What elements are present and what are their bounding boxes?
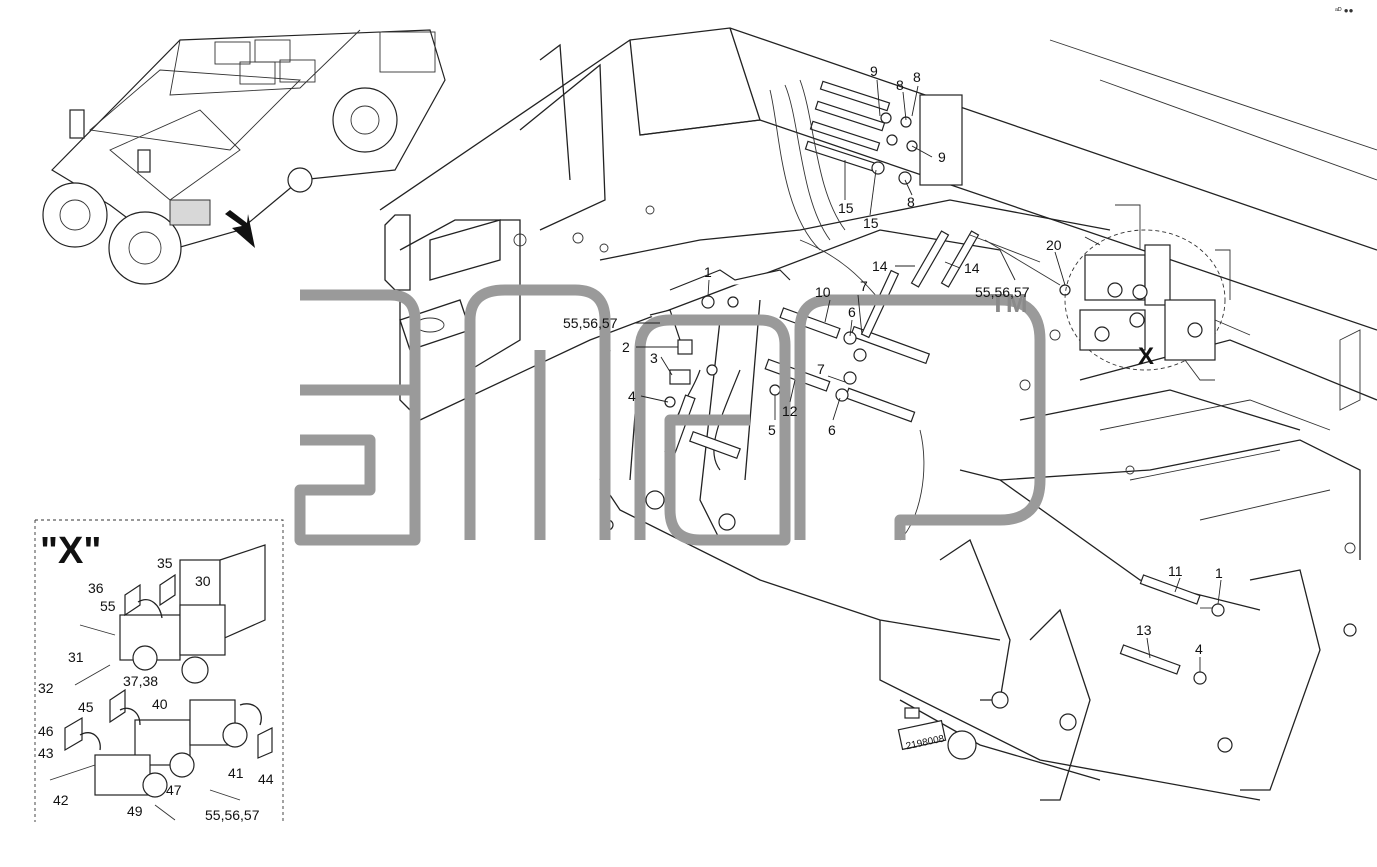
callout-15: 15 xyxy=(863,215,879,231)
callout-12: 12 xyxy=(782,403,798,419)
callout-55-56-57: 55,56,57 xyxy=(563,315,618,331)
detail-callout-41: 41 xyxy=(228,765,244,781)
detail-callout-55-56-57: 55,56,57 xyxy=(205,807,260,823)
callout-9: 9 xyxy=(938,149,946,165)
corner-mark: ᵃᴰ ●● xyxy=(1335,6,1354,15)
detail-callout-30: 30 xyxy=(195,573,211,589)
callout-10: 10 xyxy=(815,284,831,300)
callout-6: 6 xyxy=(848,304,856,320)
detail-callout-47: 47 xyxy=(166,782,182,798)
main-callout-labels: 9 8 8 9 8 15 15 20 14 14 55,56,57 1 7 10… xyxy=(563,63,1223,752)
location-arrow xyxy=(225,210,255,248)
callout-2: 2 xyxy=(622,339,630,355)
detail-callout-32: 32 xyxy=(38,680,54,696)
callout-4: 4 xyxy=(1195,641,1203,657)
callout-1: 1 xyxy=(704,264,712,280)
callout-7: 7 xyxy=(817,361,825,377)
machine-overview xyxy=(42,29,446,285)
detail-callout-46: 46 xyxy=(38,723,54,739)
detail-callout-43: 43 xyxy=(38,745,54,761)
callout-13: 13 xyxy=(1136,622,1152,638)
callout-8: 8 xyxy=(913,69,921,85)
callout-6: 6 xyxy=(828,422,836,438)
detail-callout-55: 55 xyxy=(100,598,116,614)
watermark-tm: TM xyxy=(990,288,1028,318)
callout-9: 9 xyxy=(870,63,878,79)
detail-callout-45: 45 xyxy=(78,699,94,715)
callout-7: 7 xyxy=(860,278,868,294)
detail-callout-36: 36 xyxy=(88,580,104,596)
detail-x-panel: "X" xyxy=(34,519,284,822)
watermark: TM xyxy=(294,284,1046,546)
callout-5: 5 xyxy=(768,422,776,438)
detail-callout-42: 42 xyxy=(53,792,69,808)
detail-callout-40: 40 xyxy=(152,696,168,712)
callout-8: 8 xyxy=(907,194,915,210)
detail-callout-37-38: 37,38 xyxy=(123,673,158,689)
leader-lines xyxy=(634,79,1222,672)
detail-callout-31: 31 xyxy=(68,649,84,665)
chassis-frame xyxy=(379,27,1377,801)
callout-15: 15 xyxy=(838,200,854,216)
detail-callout-44: 44 xyxy=(258,771,274,787)
callout-8: 8 xyxy=(896,77,904,93)
detail-callout-35: 35 xyxy=(157,555,173,571)
callout-14: 14 xyxy=(964,260,980,276)
detail-title: "X" xyxy=(40,530,101,572)
detail-callout-labels: 35 36 30 55 31 37,38 32 45 40 46 43 44 4… xyxy=(38,555,274,823)
callout-X: X xyxy=(1138,343,1154,370)
hose-assemblies xyxy=(649,79,1251,685)
callout-55-56-57: 55,56,57 xyxy=(975,284,1030,300)
callout-1: 1 xyxy=(1215,565,1223,581)
detail-callout-49: 49 xyxy=(127,803,143,819)
callout-3: 3 xyxy=(650,350,658,366)
callout-11: 11 xyxy=(1168,563,1183,579)
callout-4: 4 xyxy=(628,388,636,404)
callout-20: 20 xyxy=(1046,237,1062,253)
callout-14: 14 xyxy=(872,258,888,274)
